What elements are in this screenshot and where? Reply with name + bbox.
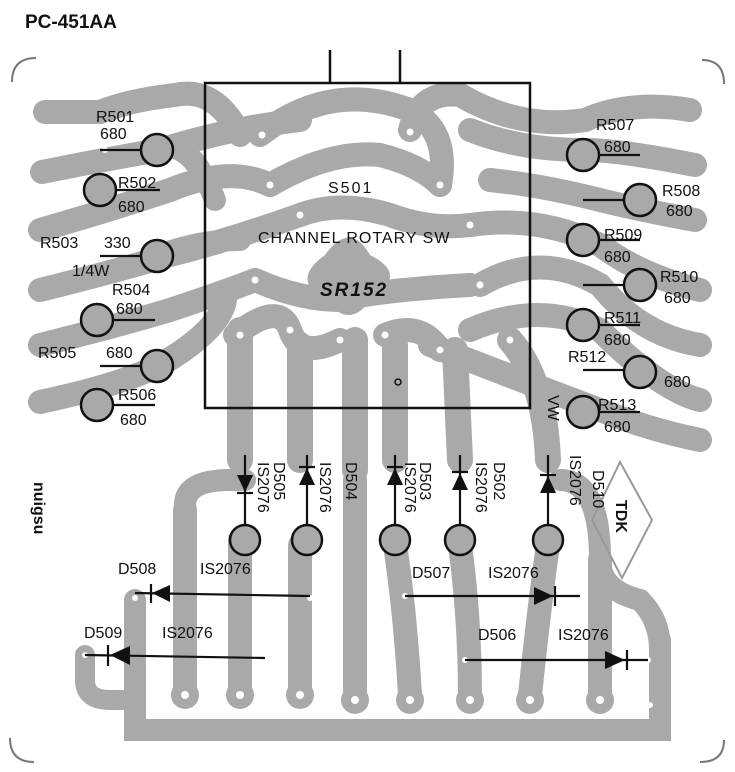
diode-d509: [84, 645, 266, 666]
part-number: PC-451AA: [25, 12, 117, 33]
d506-part: IS2076: [558, 627, 609, 644]
r512-value: 680: [664, 374, 691, 391]
d503-part: IS2076: [401, 462, 418, 513]
r503-wattage: 1/4W: [72, 263, 110, 280]
d510-ref: D510: [589, 470, 606, 508]
d507-ref: D507: [412, 565, 450, 582]
diode-d503: [378, 455, 412, 557]
d502-part: IS2076: [472, 462, 489, 513]
switch-desc: CHANNEL ROTARY SW: [258, 230, 450, 247]
switch-ref: S501: [328, 180, 373, 197]
switch-model: SR152: [320, 280, 388, 301]
diode-d510: [531, 455, 565, 557]
r513-ref: R513: [598, 397, 636, 414]
vw-mark: VW: [544, 395, 561, 422]
r503-value: 330: [104, 235, 131, 252]
r507-value: 680: [604, 139, 631, 156]
d506-ref: D506: [478, 627, 516, 644]
d509-ref: D509: [84, 625, 122, 642]
d507-part: IS2076: [488, 565, 539, 582]
d510-part: IS2076: [566, 455, 583, 506]
r512-ref: R512: [568, 349, 606, 366]
switch-center-mark: [394, 378, 402, 386]
vertical-diodes: [228, 455, 565, 557]
d505-part: IS2076: [254, 462, 271, 513]
r502-value: 680: [118, 199, 145, 216]
board-corner-marks: [9, 57, 725, 763]
mirror-brand-mark: nuigsu: [30, 482, 47, 534]
r501-ref: R501: [96, 109, 134, 126]
r511-ref: R511: [604, 310, 641, 327]
r506-value: 680: [120, 412, 147, 429]
horizontal-diodes: [84, 584, 648, 670]
r505-value: 680: [106, 345, 133, 362]
r511-value: 680: [604, 332, 631, 349]
d508-ref: D508: [118, 561, 156, 578]
tdk-text: TDK: [612, 500, 629, 533]
d504-ref: D504: [342, 462, 359, 500]
d509-part: IS2076: [162, 625, 213, 642]
d508-part: IS2076: [200, 561, 251, 578]
diode-d504: [290, 455, 324, 557]
diode-d507: [405, 586, 580, 606]
r503-ref: R503: [40, 235, 78, 252]
r509-ref: R509: [604, 227, 642, 244]
r502-ref: R502: [118, 175, 156, 192]
d505-ref: D505: [270, 462, 287, 500]
r510-ref: R510: [660, 269, 698, 286]
r510-value: 680: [664, 290, 691, 307]
d502-ref: D502: [490, 462, 507, 500]
r508-value: 680: [666, 203, 693, 220]
r507-ref: R507: [596, 117, 634, 134]
r504-value: 680: [116, 301, 143, 318]
brand-text: nuigsu: [30, 482, 47, 534]
switch-outline: [203, 81, 532, 410]
r508-ref: R508: [662, 183, 700, 200]
resistor-components: [79, 132, 658, 430]
diode-d505: [228, 455, 262, 557]
r509-value: 680: [604, 249, 631, 266]
r504-ref: R504: [112, 282, 150, 299]
d504-part: IS2076: [316, 462, 333, 513]
diode-d502: [443, 455, 477, 557]
r506-ref: R506: [118, 387, 156, 404]
d503-ref: D503: [416, 462, 433, 500]
r501-value: 680: [100, 126, 127, 143]
diode-d508: [134, 584, 311, 603]
r505-ref: R505: [38, 345, 76, 362]
r513-value: 680: [604, 419, 631, 436]
tdk-logo: TDK: [590, 459, 654, 581]
diode-d506: [465, 650, 648, 670]
